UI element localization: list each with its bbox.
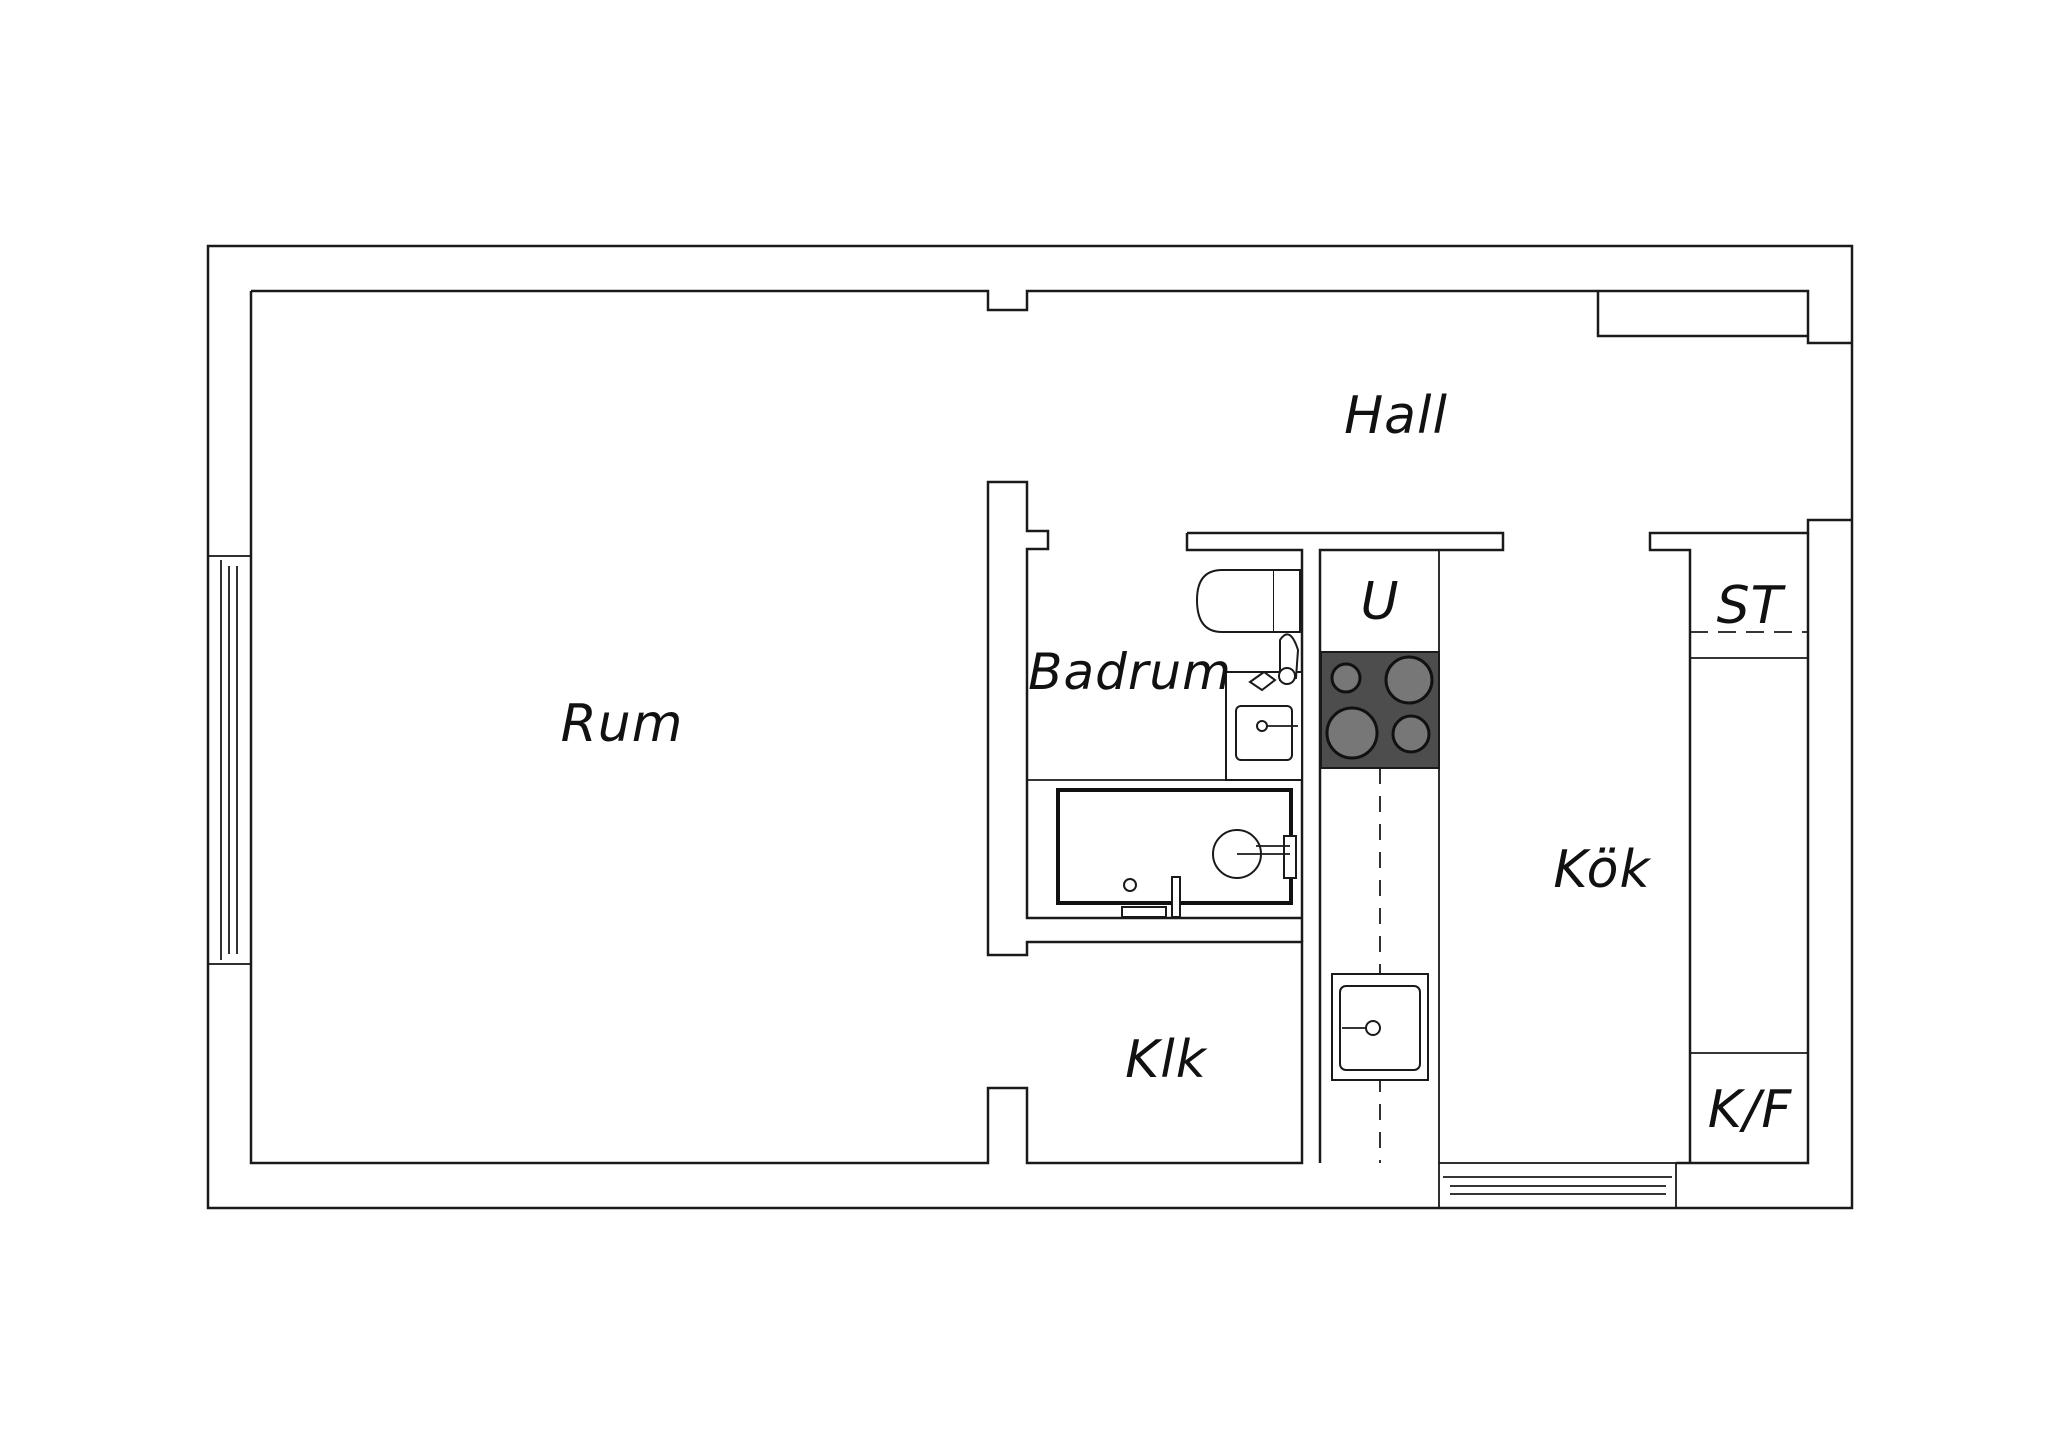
rum-wall-left xyxy=(249,291,1304,1165)
room-label-rum: Rum xyxy=(560,694,684,754)
hall-niche xyxy=(1596,291,1808,338)
kitchen-right-wall xyxy=(1676,533,1810,1165)
room-label-kf: K/F xyxy=(1707,1080,1793,1140)
room-label-kok: Kök xyxy=(1553,840,1651,900)
window-bottom xyxy=(1438,1162,1677,1209)
kitchen-sink xyxy=(1331,973,1429,1081)
room-label-st: ST xyxy=(1716,576,1784,636)
window-left xyxy=(207,555,252,965)
stove xyxy=(1320,651,1440,769)
outer-wall xyxy=(206,244,1854,1210)
room-label-badrum: Badrum xyxy=(1028,643,1232,701)
room-label-hall: Hall xyxy=(1344,386,1448,446)
storage-closet xyxy=(1689,550,1808,659)
kitchen-counter xyxy=(1320,549,1440,1163)
bathroom xyxy=(1027,569,1303,919)
room-label-u: U xyxy=(1360,572,1400,632)
room-label-klk: Klk xyxy=(1125,1030,1207,1090)
rum-wall xyxy=(251,289,1852,345)
